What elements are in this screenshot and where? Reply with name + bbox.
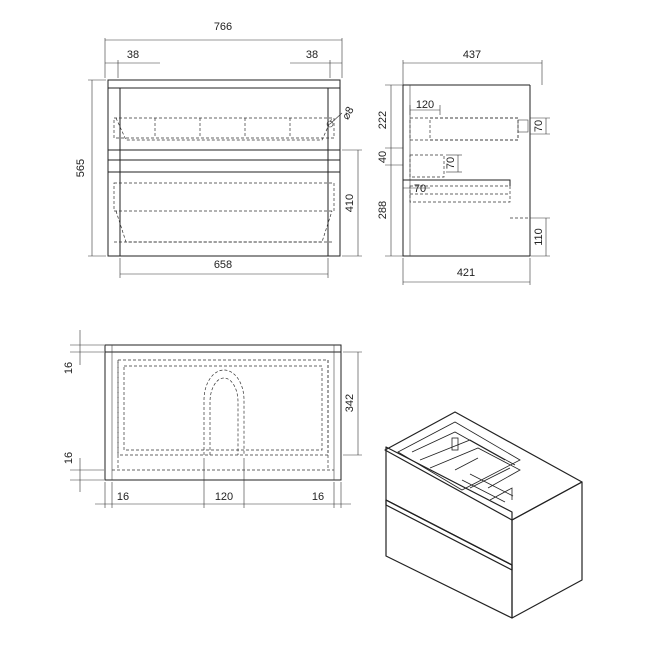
dim-side-right: 38	[306, 49, 318, 61]
dim-side-left: 38	[127, 49, 139, 61]
dim-opening-width: 120	[215, 491, 233, 503]
dim-overall-depth: 437	[463, 49, 481, 61]
dim-hole-diameter: ⌀8	[340, 105, 357, 122]
dim-top-depth: 342	[344, 394, 356, 412]
dim-inner-width: 658	[214, 259, 232, 271]
dim-inner-depth: 421	[457, 267, 475, 279]
dim-lower-height: 410	[344, 194, 356, 212]
dim-overall-height: 565	[75, 159, 87, 177]
dim-upper-height: 222	[377, 111, 389, 129]
isometric-view	[384, 411, 583, 619]
front-view: 766 38 38 ⌀8 565	[75, 21, 362, 278]
dim-notch-width: 70	[414, 183, 426, 195]
dim-cutout-height: 110	[533, 228, 545, 246]
dim-bottom-edge: 16	[63, 452, 75, 464]
dim-slot-width: 120	[416, 99, 434, 111]
dim-overall-width: 766	[214, 21, 232, 33]
side-view: 437 120 70 70 70	[377, 49, 550, 285]
dim-notch-height: 70	[445, 157, 457, 169]
dim-right-edge: 16	[312, 491, 324, 503]
dim-left-edge: 16	[117, 491, 129, 503]
top-view: 342 16 16 16 120 16	[63, 330, 362, 508]
dim-lower-height-side: 288	[377, 201, 389, 219]
dim-slot-height: 70	[533, 120, 545, 132]
dim-gap-height: 40	[377, 151, 389, 163]
dim-top-edge: 16	[63, 362, 75, 374]
